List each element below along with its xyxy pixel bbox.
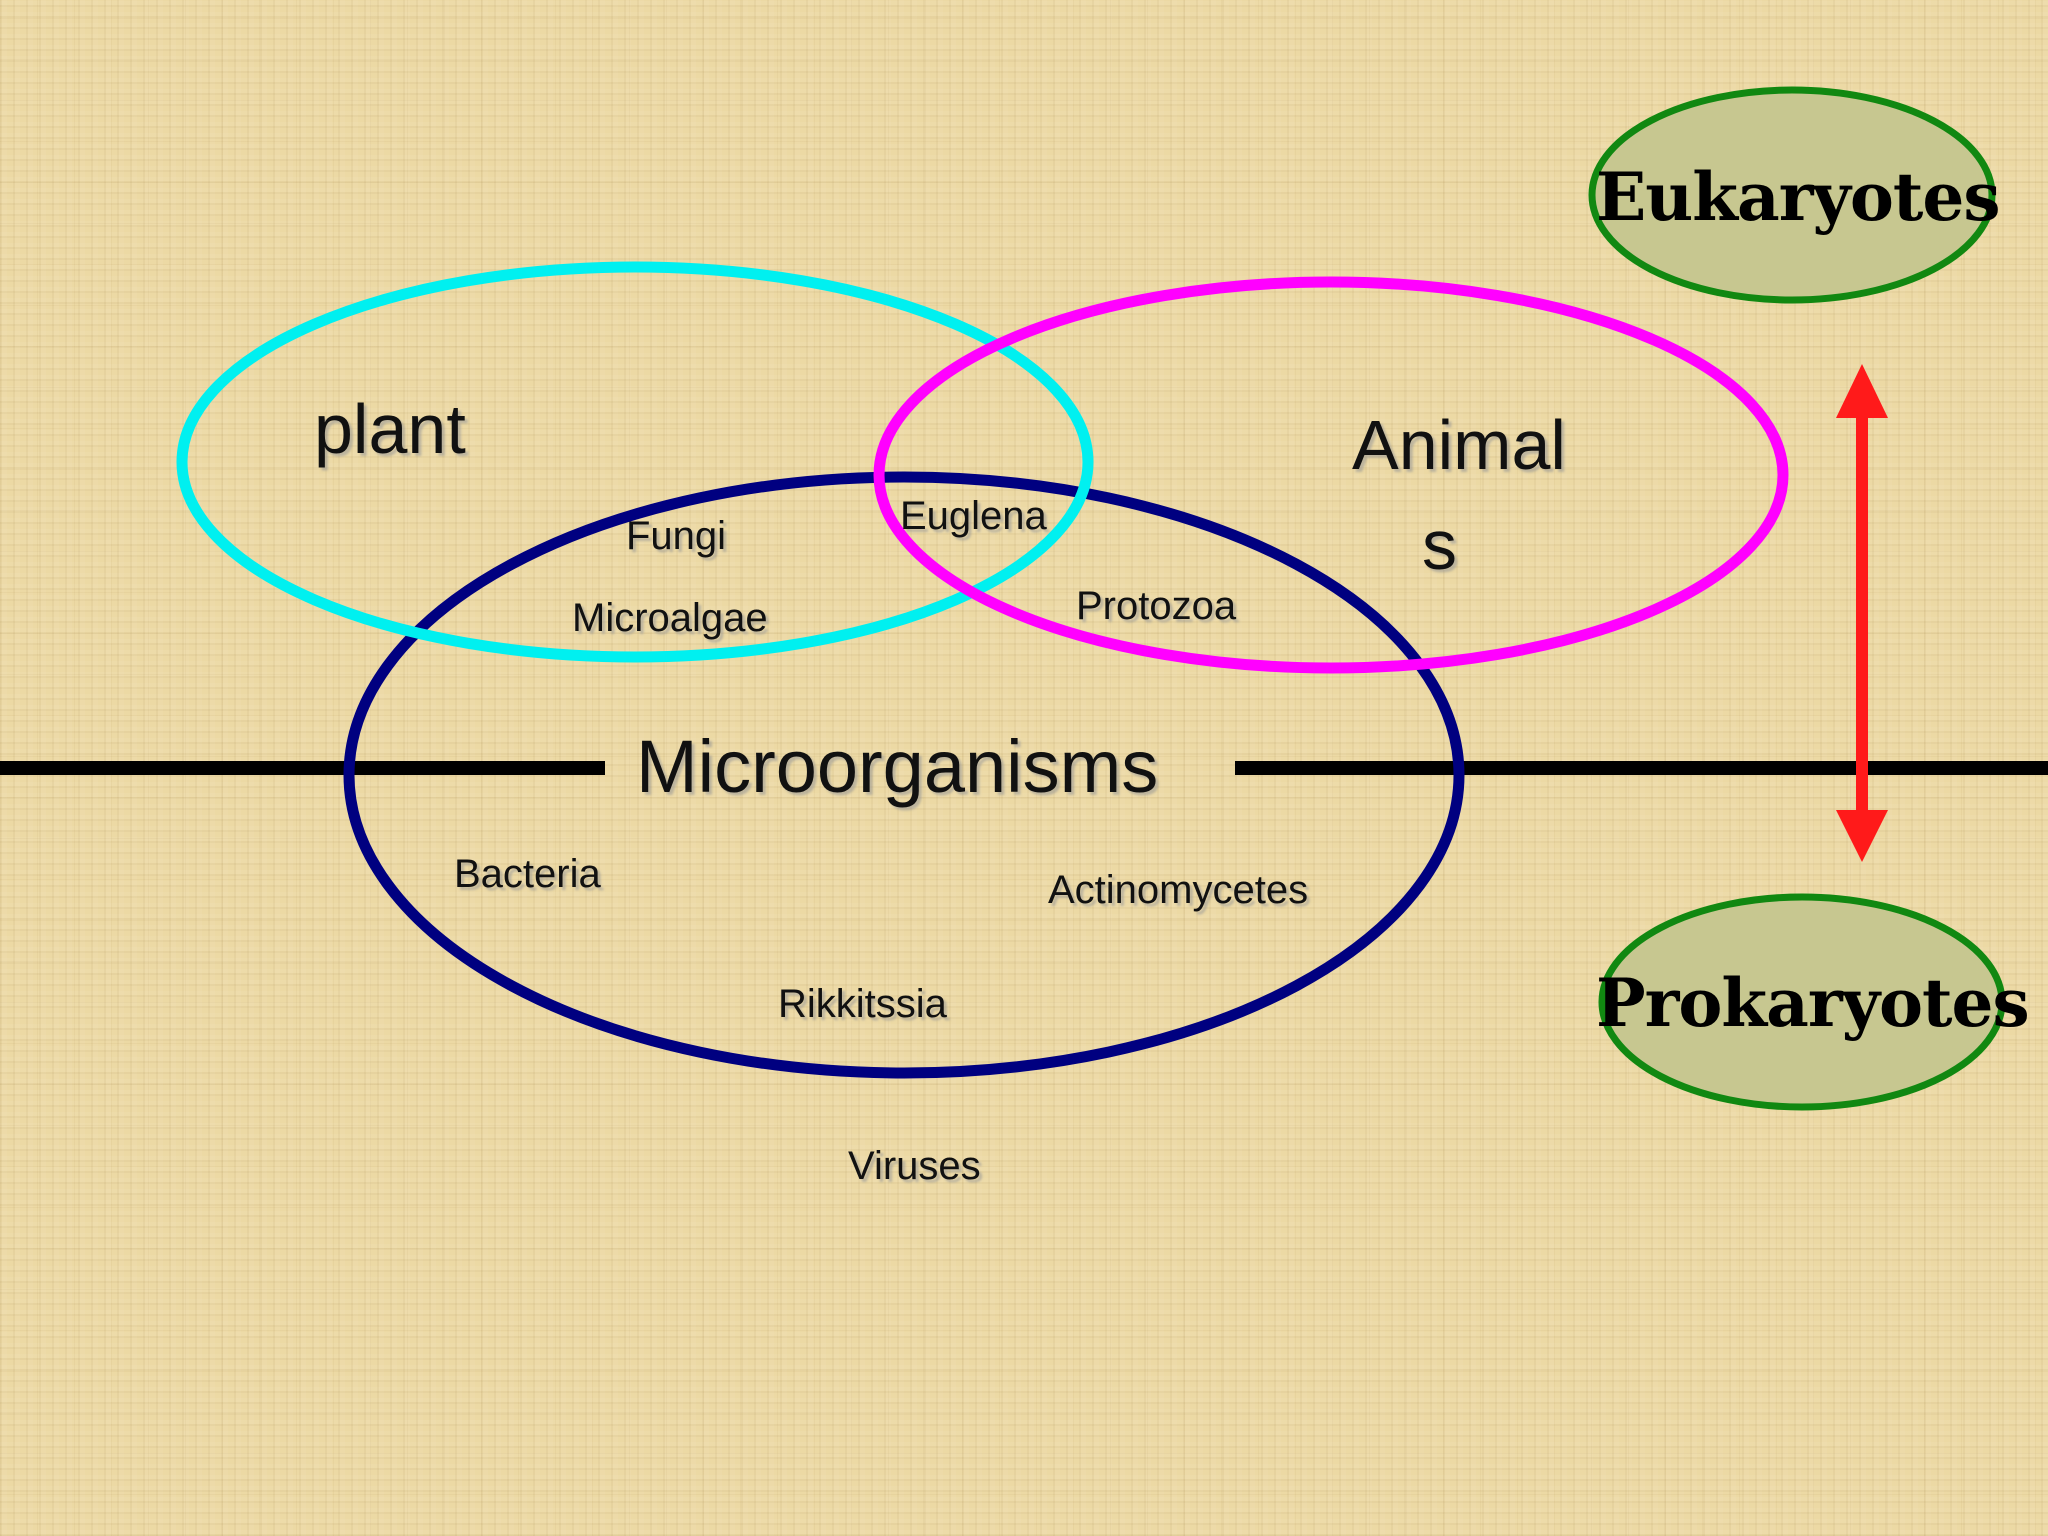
bacteria-label: Bacteria (454, 852, 601, 896)
plant-ellipse (176, 261, 1094, 663)
actinomycetes-label: Actinomycetes (1048, 868, 1309, 912)
microalgae-label: Microalgae (572, 596, 768, 640)
fungi-label: Fungi (626, 514, 727, 558)
rikkitssia-label: Rikkitssia (778, 982, 947, 1026)
prokaryotes-oval (1598, 893, 2006, 1111)
eukaryotes-label: Eukaryotes (1596, 158, 2001, 236)
viruses-label: Viruses (848, 1144, 981, 1188)
arrow-head-down-icon (1836, 810, 1888, 862)
euglena-label: Euglena (900, 494, 1047, 538)
microorganisms-ellipse (343, 471, 1465, 1079)
protozoa-label: Protozoa (1076, 584, 1237, 628)
animals-ellipse (873, 276, 1789, 674)
animals-label-line1: Animal (1352, 406, 1566, 484)
arrow-head-up-icon (1836, 364, 1888, 418)
animals-label-line2: s (1422, 506, 1457, 584)
microorganisms-label: Microorganisms (636, 725, 1159, 808)
plant-label: plant (314, 390, 466, 468)
eukaryotes-oval (1588, 86, 1996, 304)
prokaryotes-label: Prokaryotes (1596, 964, 2030, 1042)
